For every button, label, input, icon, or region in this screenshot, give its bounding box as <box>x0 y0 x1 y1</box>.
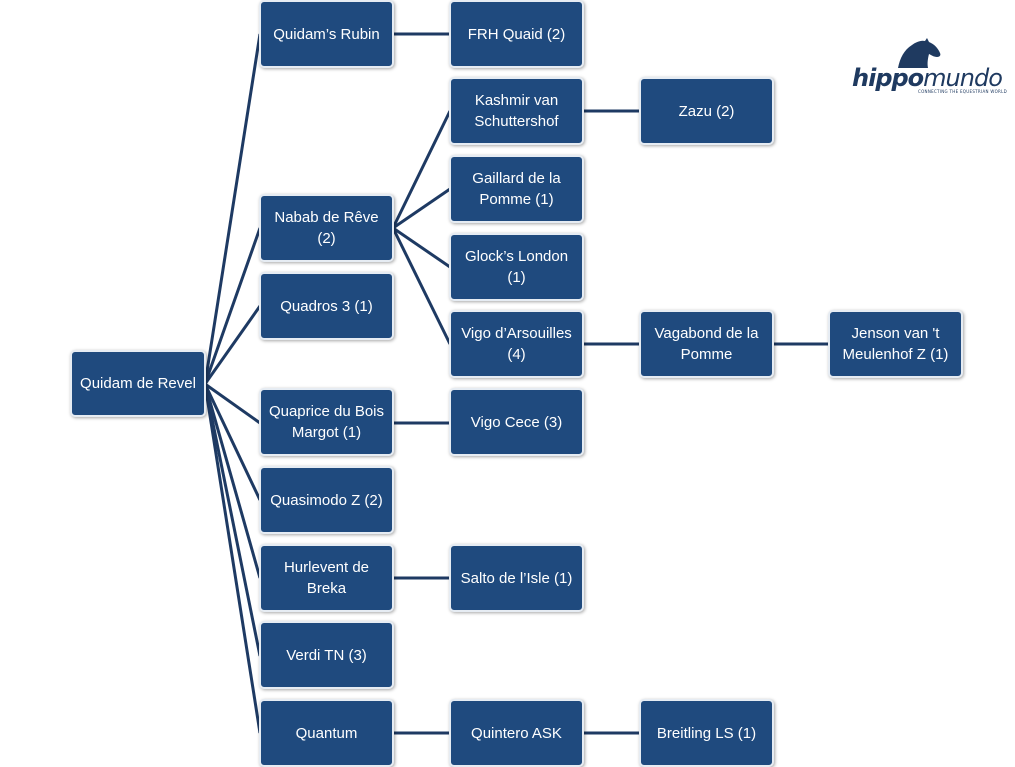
link-root-nabab <box>203 227 262 385</box>
node-quintero: Quintero ASK <box>449 699 584 767</box>
node-salto: Salto de l’Isle (1) <box>449 544 584 612</box>
node-root: Quidam de Revel <box>70 350 206 417</box>
node-vigo-cece: Vigo Cece (3) <box>449 388 584 456</box>
link-root-hurlevent <box>203 383 262 579</box>
link-nabab-gaillard <box>392 187 451 230</box>
link-root-quantum <box>203 383 262 734</box>
node-breitling: Breitling LS (1) <box>639 699 774 767</box>
logo-tagline: CONNECTING THE EQUESTRIAN WORLD <box>918 89 1008 94</box>
node-vigo-darsouilles: Vigo d’Arsouilles (4) <box>449 310 584 378</box>
horse-head-icon <box>898 38 941 68</box>
node-quidams-rubin: Quidam’s Rubin <box>259 0 394 68</box>
node-quadros-3: Quadros 3 (1) <box>259 272 394 340</box>
link-nabab-glock <box>392 226 451 269</box>
node-verdi-tn: Verdi TN (3) <box>259 621 394 689</box>
link-root-quidams-rubin <box>203 33 262 385</box>
link-root-quadros <box>203 305 262 385</box>
node-nabab-de-reve: Nabab de Rêve (2) <box>259 194 394 262</box>
node-frh-quaid: FRH Quaid (2) <box>449 0 584 68</box>
node-jenson: Jenson van 't Meulenhof Z (1) <box>828 310 963 378</box>
link-nabab-vigo <box>391 227 452 345</box>
node-gaillard: Gaillard de la Pomme (1) <box>449 155 584 223</box>
link-root-verdi <box>203 383 262 657</box>
link-nabab-kashmir <box>391 110 452 229</box>
node-hurlevent: Hurlevent de Breka <box>259 544 394 612</box>
node-quantum: Quantum <box>259 699 394 767</box>
node-quasimodo-z: Quasimodo Z (2) <box>259 466 394 534</box>
logo-wordmark: hippomundo <box>852 64 1003 92</box>
node-zazu: Zazu (2) <box>639 77 774 145</box>
node-glocks-london: Glock’s London (1) <box>449 233 584 301</box>
link-root-quaprice <box>204 382 261 425</box>
node-kashmir: Kashmir van Schuttershof <box>449 77 584 145</box>
node-quaprice: Quaprice du Bois Margot (1) <box>259 388 394 456</box>
node-vagabond: Vagabond de la Pomme <box>639 310 774 378</box>
link-root-quasimodo <box>203 383 262 501</box>
hippomundo-logo: hippomundo CONNECTING THE EQUESTRIAN WOR… <box>850 38 1007 98</box>
